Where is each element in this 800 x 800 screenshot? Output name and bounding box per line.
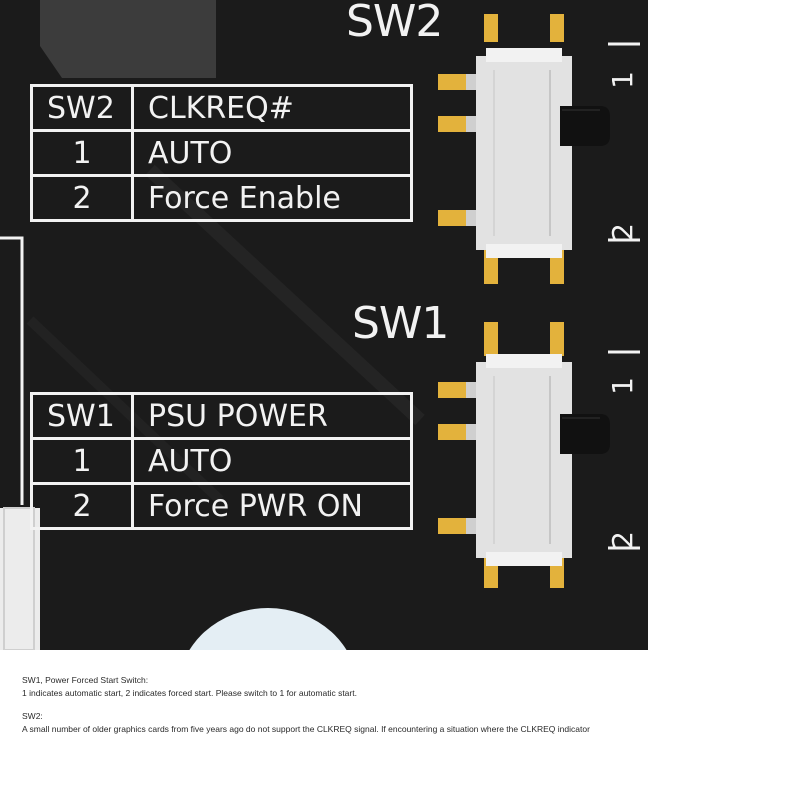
sw1-position-cell: 1 bbox=[30, 437, 134, 485]
sw2-position-mode: AUTO bbox=[131, 129, 413, 177]
sw1-position-cell: 2 bbox=[30, 482, 134, 530]
sw1-config-table: SW1 PSU POWER 1 AUTO 2 Force PWR ON bbox=[30, 392, 413, 530]
sw2-note-heading: SW2: bbox=[22, 711, 43, 721]
sw1-note-text: 1 indicates automatic start, 2 indicates… bbox=[22, 688, 357, 698]
sw1-header-cell: SW1 bbox=[30, 392, 134, 440]
sw2-config-table: SW2 CLKREQ# 1 AUTO 2 Force Enable bbox=[30, 84, 413, 222]
sw1-position-mode: AUTO bbox=[131, 437, 413, 485]
sw2-header-function: CLKREQ# bbox=[131, 84, 413, 132]
pcb-board: 1 2 1 2 SW2 SW2 CLKREQ# 1 AUTO 2 Force E… bbox=[0, 0, 648, 650]
notes-section: SW1, Power Forced Start Switch: 1 indica… bbox=[22, 674, 782, 736]
table-row: SW2 CLKREQ# bbox=[30, 84, 413, 132]
table-row: 1 AUTO bbox=[30, 437, 413, 485]
sw1-note-heading: SW1, Power Forced Start Switch: bbox=[22, 675, 149, 685]
sw2-actuator bbox=[560, 106, 610, 146]
sw2-position-mode: Force Enable bbox=[131, 174, 413, 222]
sw2-switch bbox=[438, 14, 610, 284]
sw1-switch bbox=[438, 322, 610, 588]
sw1-title: SW1 bbox=[352, 298, 449, 349]
sw2-position-cell: 2 bbox=[30, 174, 134, 222]
table-row: SW1 PSU POWER bbox=[30, 392, 413, 440]
sw2-note-text: A small number of older graphics cards f… bbox=[22, 724, 590, 734]
sw1-actuator bbox=[560, 414, 610, 454]
top-component bbox=[40, 0, 216, 78]
table-row: 2 Force PWR ON bbox=[30, 482, 413, 530]
sw2-header-cell: SW2 bbox=[30, 84, 134, 132]
table-row: 2 Force Enable bbox=[30, 174, 413, 222]
sw2-position-cell: 1 bbox=[30, 129, 134, 177]
sw2-scale-label-2: 2 bbox=[606, 223, 639, 241]
left-connector-outline bbox=[3, 507, 35, 650]
sw1-scale bbox=[608, 350, 640, 550]
sw1-scale-label-2: 2 bbox=[606, 531, 639, 549]
sw2-scale-label-1: 1 bbox=[606, 71, 639, 89]
sw1-header-function: PSU POWER bbox=[131, 392, 413, 440]
sw2-scale bbox=[608, 42, 640, 242]
table-row: 1 AUTO bbox=[30, 129, 413, 177]
sw1-scale-label-1: 1 bbox=[606, 377, 639, 395]
left-outline bbox=[0, 236, 24, 505]
sw1-position-mode: Force PWR ON bbox=[131, 482, 413, 530]
sw2-title: SW2 bbox=[346, 0, 443, 47]
round-component bbox=[189, 608, 347, 650]
